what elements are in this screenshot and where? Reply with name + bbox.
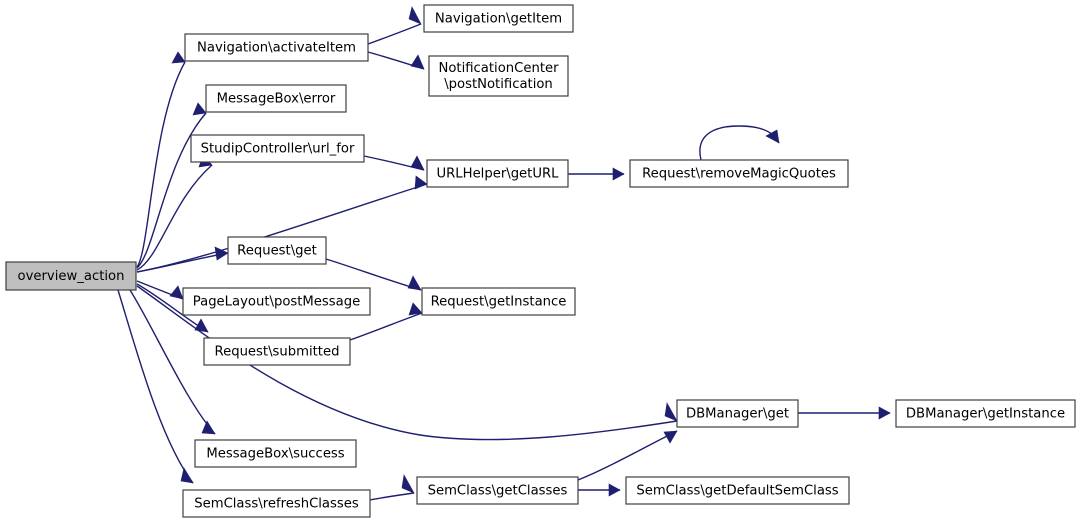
node-box[interactable] — [423, 4, 574, 33]
node-semclass_getDefault[interactable]: SemClass\getDefaultSemClass — [625, 476, 850, 505]
node-box[interactable] — [421, 287, 576, 316]
node-nav_activateItem[interactable]: Navigation\activateItem — [184, 33, 369, 62]
node-request_getInstance[interactable]: Request\getInstance — [421, 287, 576, 316]
arrowhead-icon — [612, 167, 625, 181]
call-edge-overview_action-to-nav_activateItem — [136, 51, 186, 268]
arrowhead-icon — [214, 246, 229, 261]
arrowhead-icon — [401, 474, 415, 494]
edge-line — [136, 164, 213, 271]
arrowhead-icon — [194, 318, 209, 333]
call-edge-overview_action-to-dbmanager_get — [136, 285, 678, 441]
node-box[interactable] — [895, 399, 1076, 428]
node-box[interactable] — [629, 159, 849, 188]
node-box[interactable] — [182, 287, 371, 316]
node-box[interactable] — [182, 489, 371, 518]
node-dbmanager_get[interactable]: DBManager\get — [676, 399, 799, 428]
call-edge-overview_action-to-msgbox_error — [136, 102, 207, 269]
node-box[interactable] — [203, 337, 351, 366]
arrowhead-icon — [414, 175, 428, 190]
node-msgbox_success[interactable]: MessageBox\success — [194, 439, 357, 468]
call-edge-request_get-to-request_getInstance — [325, 258, 422, 291]
edges-layer — [117, 6, 891, 501]
edge-line — [369, 492, 415, 501]
node-box[interactable] — [426, 159, 569, 188]
node-msgbox_error[interactable]: MessageBox\error — [205, 84, 347, 113]
node-box[interactable] — [184, 33, 369, 62]
node-pagelayout_postMessage[interactable]: PageLayout\postMessage — [182, 287, 371, 316]
edge-line — [699, 125, 780, 161]
edge-line — [136, 61, 186, 268]
node-box[interactable] — [5, 261, 137, 291]
node-semclass_getClasses[interactable]: SemClass\getClasses — [416, 476, 579, 505]
arrowhead-icon — [608, 483, 621, 497]
arrowhead-icon — [408, 6, 422, 25]
arrowhead-icon — [664, 402, 678, 422]
call-edge-semclass_getClasses-to-dbmanager_get — [577, 430, 678, 481]
edge-line — [367, 23, 422, 45]
node-nav_getItem[interactable]: Navigation\getItem — [423, 4, 574, 33]
call-edge-request_submitted-to-request_getInstance — [349, 302, 423, 341]
arrowhead-icon — [201, 420, 216, 435]
arrowhead-icon — [171, 51, 186, 64]
node-box[interactable] — [194, 439, 357, 468]
node-request_get[interactable]: Request\get — [227, 236, 327, 265]
arrowhead-icon — [878, 406, 891, 420]
call-edge-dbmanager_get-to-dbmanager_getInstance — [798, 406, 891, 420]
edge-line — [129, 289, 216, 435]
call-edge-overview_action-to-semclass_refresh — [117, 289, 194, 484]
arrowhead-icon — [765, 129, 780, 144]
call-edge-overview_action-to-request_submitted — [136, 283, 209, 333]
node-box[interactable] — [428, 55, 569, 97]
node-semclass_refresh[interactable]: SemClass\refreshClasses — [182, 489, 371, 518]
call-edge-request_removeMagic-to-request_removeMagic — [699, 125, 780, 161]
call-edge-nav_activateItem-to-notif_post — [367, 51, 425, 70]
edge-line — [136, 285, 678, 441]
node-dbmanager_getInstance[interactable]: DBManager\getInstance — [895, 399, 1076, 428]
node-urlhelper_getURL[interactable]: URLHelper\getURL — [426, 159, 569, 188]
edge-line — [349, 312, 423, 341]
call-edge-overview_action-to-msgbox_success — [129, 289, 216, 435]
arrowhead-icon — [169, 285, 184, 300]
node-box[interactable] — [416, 476, 579, 505]
arrowhead-icon — [408, 302, 423, 316]
edge-line — [117, 289, 194, 484]
call-edge-overview_action-to-pagelayout_postMessage — [136, 280, 184, 300]
call-edge-semclass_refresh-to-semclass_getClasses — [369, 474, 415, 501]
call-edge-urlhelper_getURL-to-request_removeMagic — [568, 167, 625, 181]
nodes-layer: overview_action Navigation\activateItemMe… — [5, 4, 1076, 518]
node-box[interactable] — [190, 134, 365, 163]
edge-line — [136, 112, 207, 269]
node-request_removeMagic[interactable]: Request\removeMagicQuotes — [629, 159, 849, 188]
node-request_submitted[interactable]: Request\submitted — [203, 337, 351, 366]
edge-line — [325, 258, 422, 291]
call-edge-overview_action-to-request_get — [136, 246, 229, 273]
node-box[interactable] — [227, 236, 327, 265]
arrowhead-icon — [410, 54, 425, 70]
call-edge-nav_activateItem-to-nav_getItem — [367, 6, 422, 45]
call-edge-studip_url_for-to-urlhelper_getURL — [363, 155, 425, 171]
arrowhead-icon — [663, 430, 678, 444]
node-box[interactable] — [676, 399, 799, 428]
arrowhead-icon — [410, 155, 425, 171]
arrowhead-icon — [192, 102, 207, 116]
node-overview_action[interactable]: overview_action — [5, 261, 137, 291]
node-notif_post[interactable]: NotificationCenter\postNotification — [428, 55, 569, 97]
node-box[interactable] — [205, 84, 347, 113]
edge-line — [577, 430, 678, 481]
arrowhead-icon — [180, 467, 194, 484]
node-studip_url_for[interactable]: StudipController\url_for — [190, 134, 365, 163]
arrowhead-icon — [407, 275, 422, 291]
call-edge-semclass_getClasses-to-semclass_getDefault — [578, 483, 621, 497]
node-box[interactable] — [625, 476, 850, 505]
